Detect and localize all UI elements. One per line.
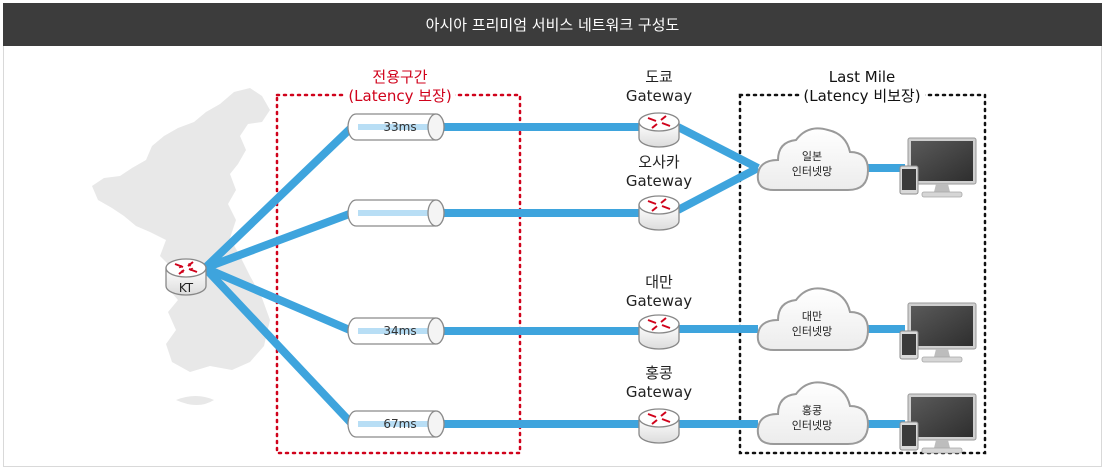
lastmile-zone-subtitle: (Latency 비보장) xyxy=(803,87,920,105)
gateway-city-label: 홍콩 xyxy=(645,364,673,382)
tunnel-latency-label: 33ms xyxy=(383,120,416,134)
tunnel: 34ms xyxy=(347,317,445,345)
cloud-icon: 홍콩 인터넷망 xyxy=(756,381,870,445)
jeju-island xyxy=(176,396,214,405)
cloud-region-label: 일본 xyxy=(802,149,822,163)
dedicated-zone-subtitle: (Latency 보장) xyxy=(348,87,451,105)
link-kt-tunnel3 xyxy=(203,264,354,335)
cloud-icon: 대만 인터넷망 xyxy=(756,287,870,351)
tunnel: 67ms xyxy=(347,410,445,438)
gateway-type-label: Gateway xyxy=(626,383,692,401)
router-icon xyxy=(638,195,680,231)
gateway-city-label: 오사카 xyxy=(638,153,680,171)
dedicated-zone-title: 전용구간 xyxy=(372,68,427,86)
cloud-network-label: 인터넷망 xyxy=(792,419,832,432)
zone-label-bg xyxy=(800,86,925,104)
gateway-type-label: Gateway xyxy=(626,172,692,190)
cloud-region-label: 홍콩 xyxy=(802,403,822,417)
tunnel: 33ms xyxy=(347,113,445,141)
link-gw1-cloud1 xyxy=(676,123,760,172)
link-kt-tunnel4 xyxy=(202,265,355,427)
gateway-city-label: 대만 xyxy=(645,273,673,291)
dedicated-zone-border xyxy=(275,93,522,455)
computer-icon xyxy=(899,137,977,198)
gateway-city-label: 도쿄 xyxy=(645,68,673,86)
cloud-region-label: 대만 xyxy=(802,310,822,323)
lastmile-zone-title: Last Mile xyxy=(829,68,896,86)
computer-icon xyxy=(899,302,977,363)
korea-map-icon xyxy=(92,88,270,372)
router-icon xyxy=(638,408,680,444)
cloud-network-label: 인터넷망 xyxy=(792,165,832,178)
computer-icon xyxy=(899,393,977,454)
link-gw2-cloud1 xyxy=(676,164,760,214)
router-icon xyxy=(638,112,680,148)
link-kt-tunnel1 xyxy=(202,124,355,271)
tunnel xyxy=(347,199,445,227)
tunnel-latency-label: 34ms xyxy=(383,324,416,338)
zone-label-bg xyxy=(345,86,455,104)
diagram-title: 아시아 프리미엄 서비스 네트워크 구성도 xyxy=(3,3,1102,46)
router-icon: KT xyxy=(165,258,207,296)
link-kt-tunnel2 xyxy=(203,209,354,272)
router-icon xyxy=(638,314,680,350)
cloud-icon: 일본 인터넷망 xyxy=(756,127,870,191)
gateway-type-label: Gateway xyxy=(626,87,692,105)
gateway-type-label: Gateway xyxy=(626,292,692,310)
origin-label: KT xyxy=(179,281,194,295)
tunnel-latency-label: 67ms xyxy=(383,417,416,431)
cloud-network-label: 인터넷망 xyxy=(792,325,832,338)
network-links xyxy=(202,123,905,428)
